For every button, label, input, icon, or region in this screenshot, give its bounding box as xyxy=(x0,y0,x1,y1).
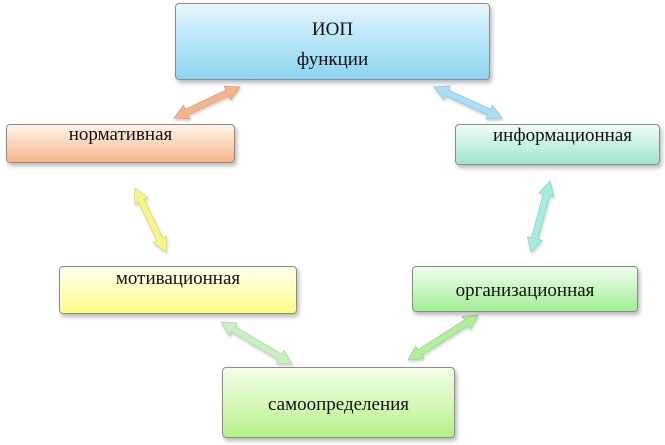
top-node-title: ИОП xyxy=(311,19,354,40)
node-self-determination-label: самоопределения xyxy=(267,394,410,415)
node-normative-label: нормативная xyxy=(68,124,173,145)
node-informational-label: информационная xyxy=(492,125,633,146)
node-organizational: организационная xyxy=(412,266,638,312)
arrow-motivational-to-self xyxy=(220,321,293,365)
node-normative: нормативная xyxy=(6,124,235,163)
node-organizational-label: организационная xyxy=(455,280,595,301)
top-node-subtitle: функции xyxy=(296,49,369,70)
top-node-iop-functions: ИОП функции xyxy=(175,3,490,80)
arrow-top-to-normative xyxy=(173,85,241,120)
node-motivational: мотивационная xyxy=(59,266,297,314)
arrow-top-to-informational xyxy=(433,85,503,120)
arrow-organizational-to-self xyxy=(407,314,479,361)
node-informational: информационная xyxy=(455,124,660,165)
node-self-determination: самоопределения xyxy=(222,367,455,438)
arrow-informational-to-organizational xyxy=(526,180,555,253)
node-motivational-label: мотивационная xyxy=(115,268,241,289)
arrow-normative-to-motivational xyxy=(133,187,168,253)
